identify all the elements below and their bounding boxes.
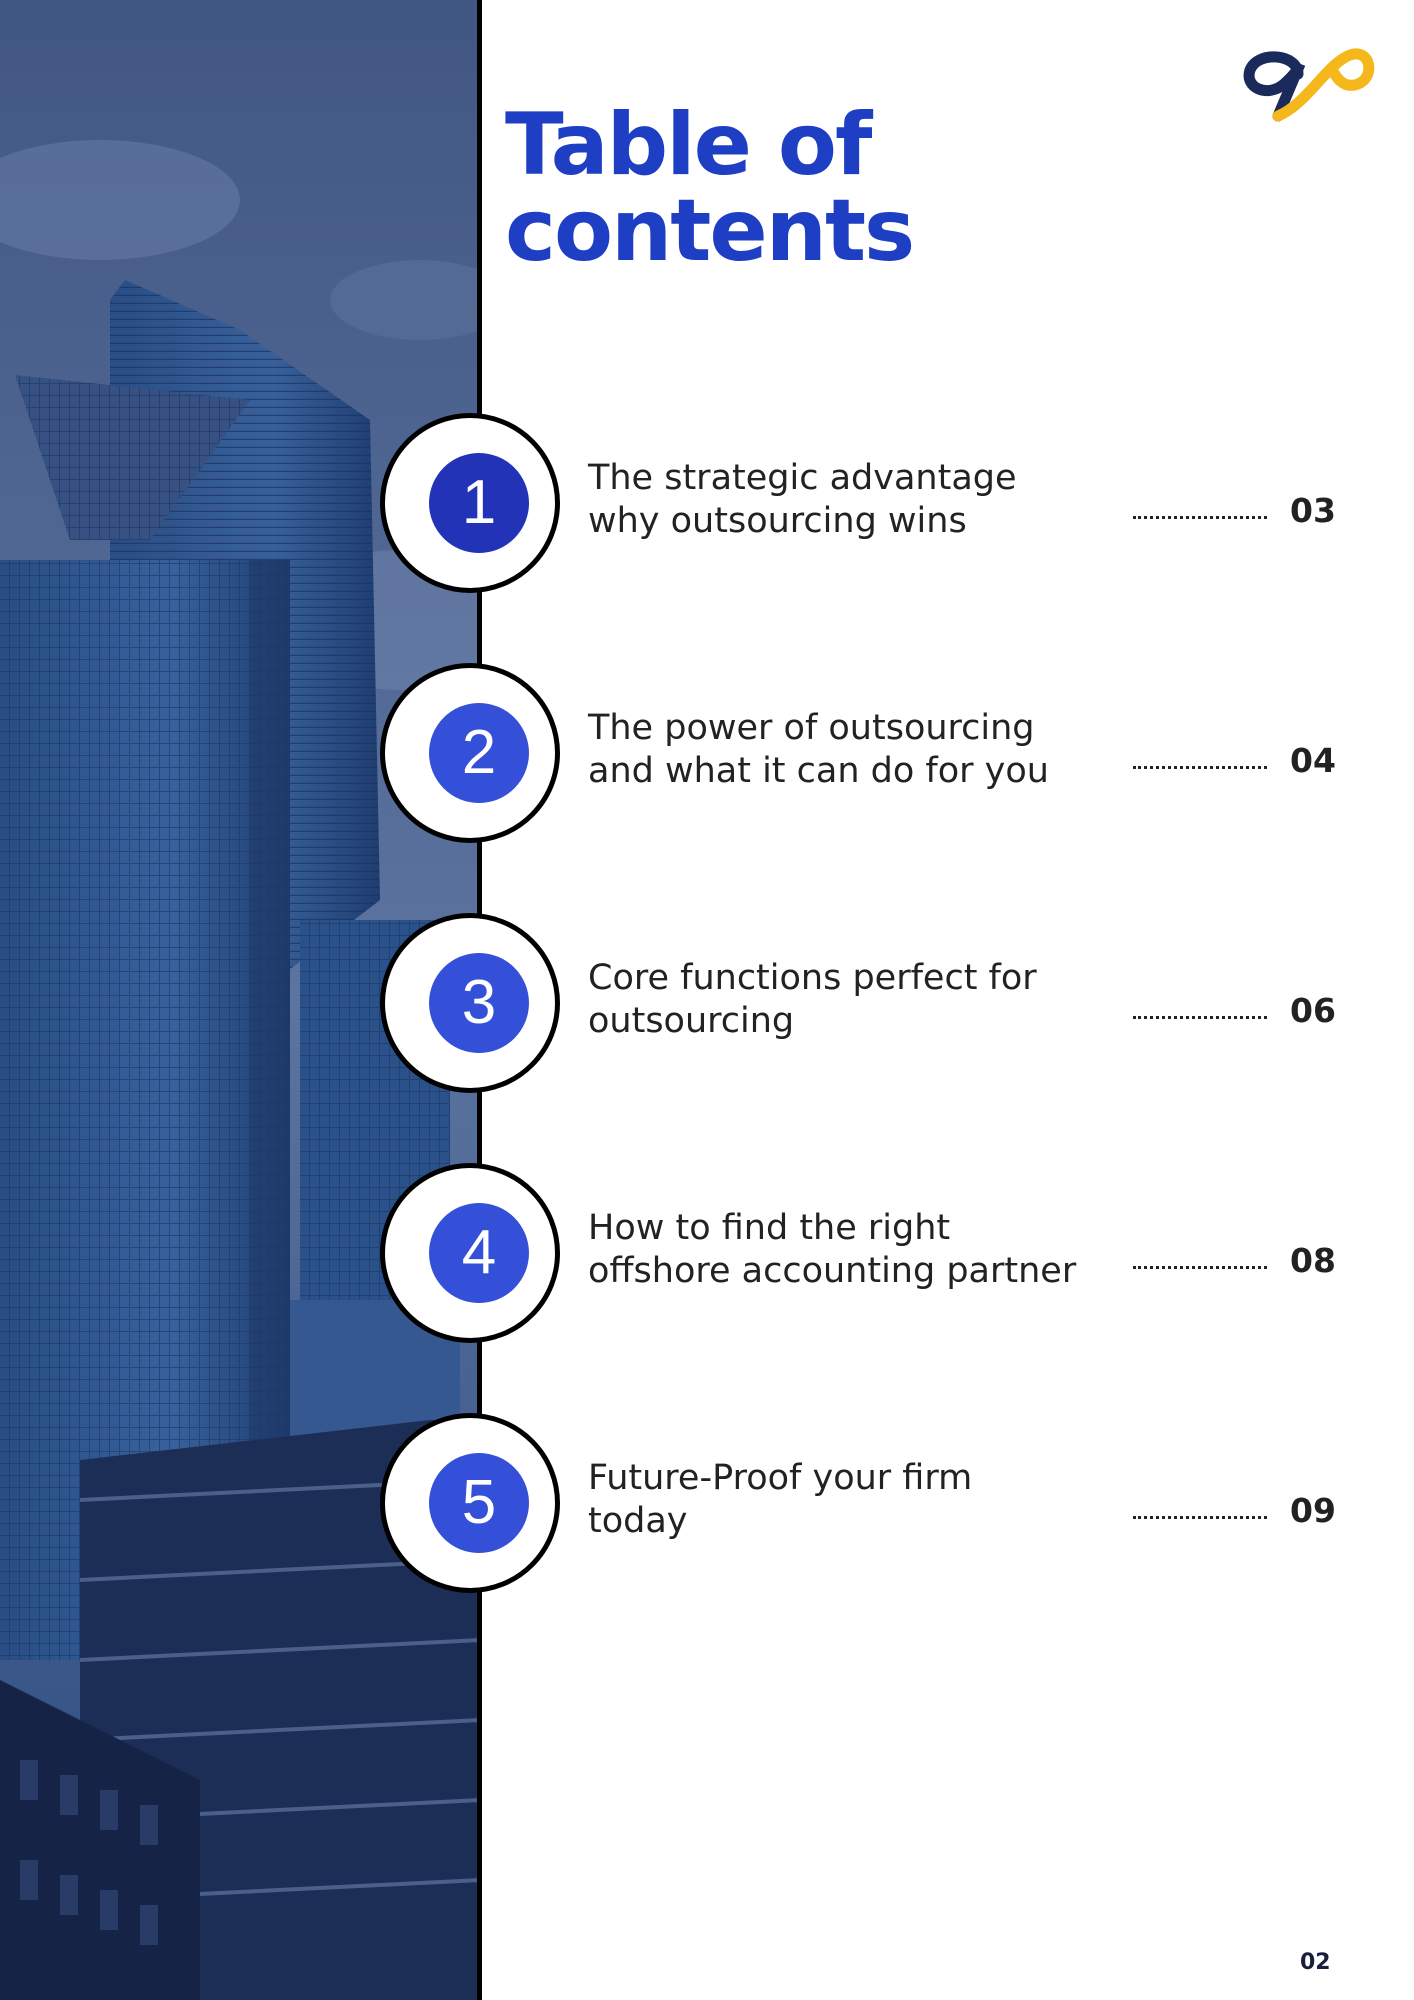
- toc-item-label-line: The strategic advantage: [588, 458, 1017, 498]
- toc-item-label-line: Core functions perfect for: [588, 958, 1037, 998]
- number-badge: 1: [429, 453, 529, 553]
- number-badge: 4: [429, 1203, 529, 1303]
- toc-page-number[interactable]: 04: [1290, 741, 1336, 780]
- toc-item-1[interactable]: 1 The strategic advantage why outsourcin…: [0, 413, 1414, 593]
- toc-page-number[interactable]: 08: [1290, 1241, 1336, 1280]
- number-badge: 3: [429, 953, 529, 1053]
- number-badge: 5: [429, 1453, 529, 1553]
- infinity-logo-icon: [1238, 44, 1378, 124]
- toc-item-4[interactable]: 4 How to find the right offshore account…: [0, 1163, 1414, 1343]
- toc-item-label-line: offshore accounting partner: [588, 1251, 1077, 1291]
- dotted-leader: [1133, 1011, 1267, 1019]
- toc-item-label-line: and what it can do for you: [588, 751, 1049, 791]
- toc-page-number[interactable]: 03: [1290, 491, 1336, 530]
- toc-item-label-line: today: [588, 1501, 688, 1541]
- toc-page-number[interactable]: 09: [1290, 1491, 1336, 1530]
- toc-item-2[interactable]: 2 The power of outsourcing and what it c…: [0, 663, 1414, 843]
- toc-item-label-line: why outsourcing wins: [588, 501, 967, 541]
- page-title: Table of contents: [505, 102, 1105, 274]
- toc-item-label[interactable]: The power of outsourcing and what it can…: [588, 707, 1128, 793]
- toc-item-5[interactable]: 5 Future-Proof your firm today 09: [0, 1413, 1414, 1593]
- toc-item-label-line: How to find the right: [588, 1208, 951, 1248]
- dotted-leader: [1133, 511, 1267, 519]
- toc-page-number[interactable]: 06: [1290, 991, 1336, 1030]
- number-badge: 2: [429, 703, 529, 803]
- toc-item-label[interactable]: Future-Proof your firm today: [588, 1457, 1128, 1543]
- title-line-2: contents: [505, 181, 915, 281]
- toc-item-label[interactable]: The strategic advantage why outsourcing …: [588, 457, 1128, 543]
- toc-item-label[interactable]: How to find the right offshore accountin…: [588, 1207, 1128, 1293]
- toc-item-label-line: outsourcing: [588, 1001, 795, 1041]
- building-photo: [0, 0, 480, 2000]
- footer-page-number: 02: [1300, 1950, 1331, 1975]
- toc-item-label-line: The power of outsourcing: [588, 708, 1035, 748]
- title-line-1: Table of: [505, 95, 872, 195]
- dotted-leader: [1133, 1511, 1267, 1519]
- dotted-leader: [1133, 761, 1267, 769]
- toc-item-label[interactable]: Core functions perfect for outsourcing: [588, 957, 1128, 1043]
- dotted-leader: [1133, 1261, 1267, 1269]
- toc-item-label-line: Future-Proof your firm: [588, 1458, 973, 1498]
- toc-item-3[interactable]: 3 Core functions perfect for outsourcing…: [0, 913, 1414, 1093]
